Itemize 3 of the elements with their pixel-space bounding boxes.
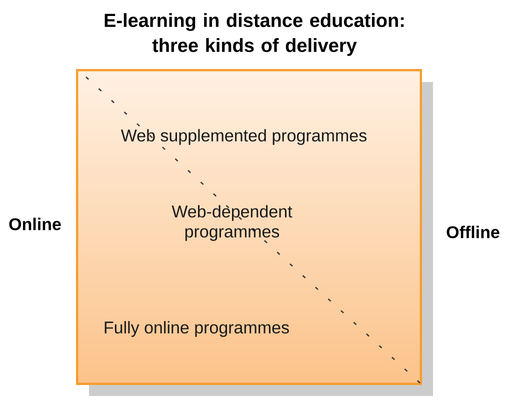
title: E-learning in distance education: three kinds of delivery [104,13,404,56]
side-label: Offline [446,226,500,238]
side-label: Online [9,218,61,230]
